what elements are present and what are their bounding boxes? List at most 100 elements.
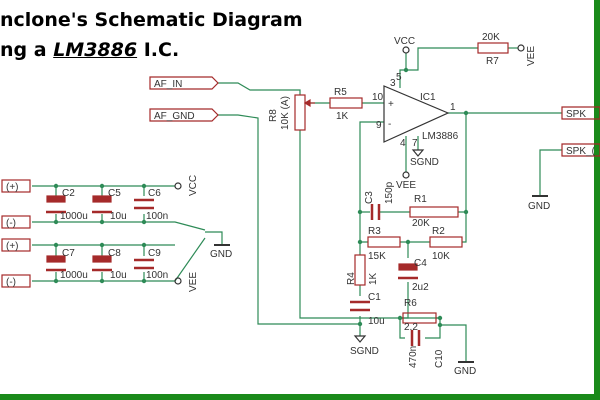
port-spk-minus [561,143,600,157]
port-af-in [149,76,219,90]
r1-name: R1 [414,194,427,205]
supply-com-2-label: (-) [6,277,16,288]
r8-name: R8 [268,109,279,122]
cap-c5-plate [92,195,112,203]
c9-value: 100n [146,270,168,281]
ic1-pin-1: 1 [450,102,456,113]
gnd-supply-label: GND [210,249,232,260]
r1-value: 20K [412,218,430,229]
vcc-supply-symbol [174,182,182,190]
c2-value: 1000u [60,211,88,222]
title-part-number: LM3886 [53,39,138,61]
r6-value: 2.2 [404,322,418,333]
resistor-r6 [402,312,437,324]
resistor-r7 [477,42,509,54]
c2-name: C2 [62,188,75,199]
ic1-pin-9: 9 [376,120,382,131]
spk-minus-label: SPK_( [566,146,596,157]
c1-name: C1 [368,292,381,303]
supply-pos-1-label: (+) [6,182,19,193]
c7-name: C7 [62,248,75,259]
resistor-r8 [294,94,306,131]
c8-name: C8 [108,248,121,259]
sgnd-ic-symbol [411,149,425,157]
cap-c8-plate [92,255,112,263]
r8-value: 10K (A) [280,96,291,130]
vee-ic-label: VEE [396,180,416,191]
r3-value: 15K [368,251,386,262]
c10-name: C10 [434,349,445,368]
af-gnd-label: AF_GND [154,111,195,122]
diagram-title-line-1: nclone's Schematic Diagram [0,9,303,31]
resistor-r5 [329,97,363,109]
af-in-label: AF_IN [154,79,182,90]
vee-ic-symbol [402,171,410,179]
resistor-r1 [409,206,459,218]
power-symbols [53,44,548,363]
resistor-r2 [429,236,463,248]
cap-c4-plate [398,263,418,271]
vee-r7-label: VEE [526,46,537,66]
ic1-plus: + [388,99,394,110]
vee-supply-symbol [174,277,182,285]
c6-name: C6 [148,188,161,199]
vcc-top-symbol [402,46,410,54]
r2-name: R2 [432,226,445,237]
vee-supply-label: VEE [188,272,199,292]
cap-c7-plate [46,255,66,263]
vcc-supply-label: VCC [188,175,199,196]
ic1-pin-3: 3 [390,78,396,89]
c1-value: 10u [368,316,385,327]
r5-value: 1K [336,111,349,122]
gnd-bottom-label: GND [454,366,476,377]
connector-supply-com-1 [1,215,31,229]
c4-name: C4 [414,258,427,269]
labels: (+) (-) (+) (-) AF_IN AF_GND SPK SPK_( C… [6,32,596,377]
title-suffix: I.C. [137,39,180,61]
c7-value: 1000u [60,270,88,281]
diagram-title-line-2: ng a LM3886 I.C. [0,39,179,61]
c3-value: 150p [384,181,395,204]
c4-value: 2u2 [412,282,429,293]
ic1-part: LM3886 [422,131,459,142]
r7-value: 20K [482,32,500,43]
resistor-r4 [354,254,366,286]
r5-name: R5 [334,87,347,98]
connector-supply-com-2 [1,274,31,288]
sgnd-bottom-symbol [353,335,367,343]
ic1-pin-10: 10 [372,92,384,103]
connector-supply-pos-2 [1,238,31,252]
c5-name: C5 [108,188,121,199]
supply-pos-2-label: (+) [6,241,19,252]
spk-plus-label: SPK [566,109,586,120]
r4-value: 1K [368,272,379,285]
r4-name: R4 [346,272,357,285]
sgnd-bottom-label: SGND [350,346,379,357]
c9-name: C9 [148,248,161,259]
r3-name: R3 [368,226,381,237]
c6-value: 100n [146,211,168,222]
r2-value: 10K [432,251,450,262]
port-af-gnd [149,108,219,122]
resistor-r3 [367,236,401,248]
gnd-spk-label: GND [528,201,550,212]
vcc-top-label: VCC [394,36,415,47]
c10-value: 470n [408,346,419,368]
supply-com-1-label: (-) [6,218,16,229]
cap-c2-plate [46,195,66,203]
vee-r7-symbol [517,44,525,52]
c5-value: 10u [110,211,127,222]
ic1-minus: - [388,119,391,130]
c3-name: C3 [364,191,375,204]
c8-value: 10u [110,270,127,281]
ic1-pin-5: 5 [396,72,402,83]
ic1-pin-7: 7 [412,138,418,149]
r7-name: R7 [486,56,499,67]
title-prefix: ng a [0,39,54,61]
parts [1,42,600,346]
port-spk-plus [561,106,600,120]
ic1-name: IC1 [420,92,436,103]
ic1-amplifier [383,85,450,143]
